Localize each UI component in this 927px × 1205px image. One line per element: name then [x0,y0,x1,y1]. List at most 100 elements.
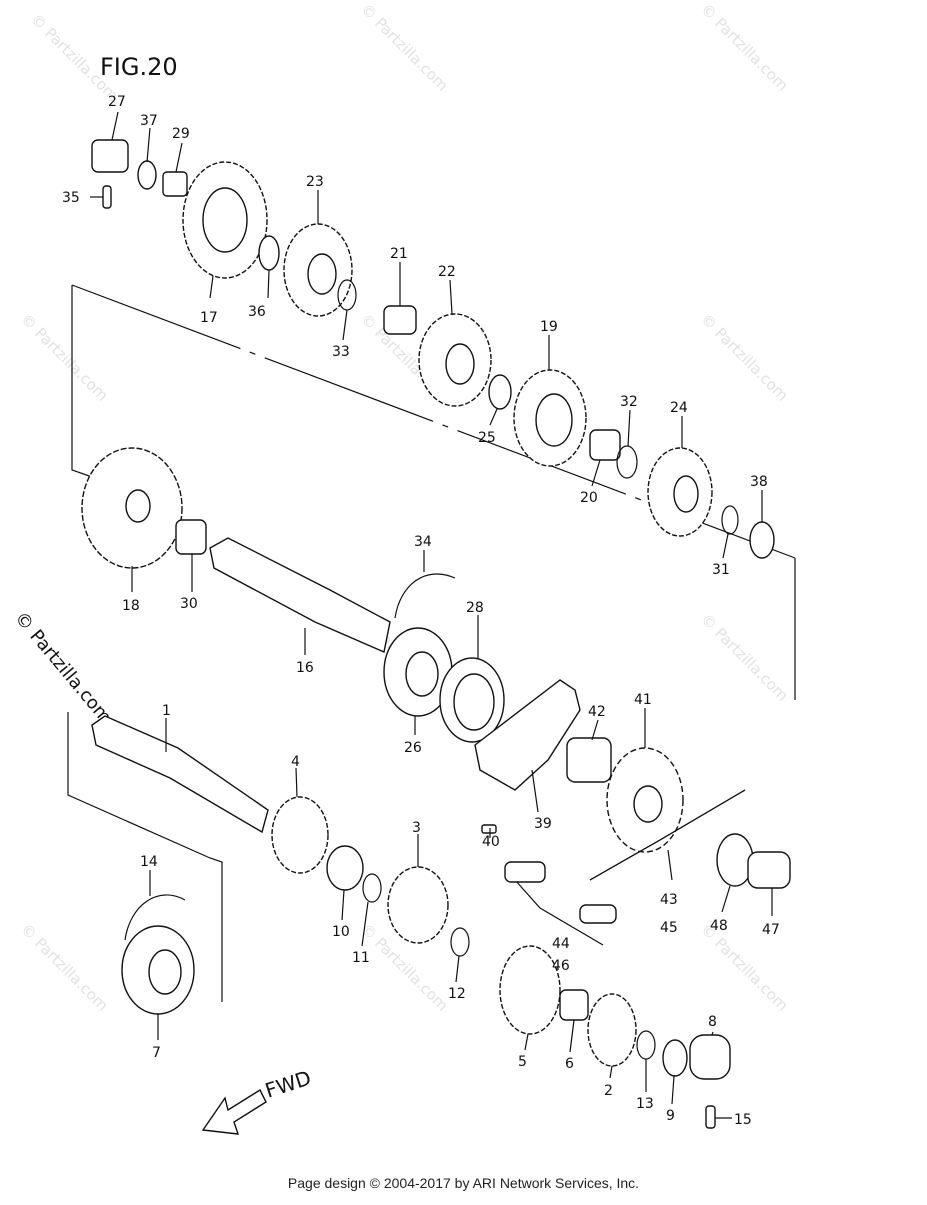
part-20-bearing [589,429,621,461]
callout-3: 3 [412,820,421,836]
part-44-master-link [504,861,546,883]
leader-5 [524,1033,529,1051]
part-7-bearing-race [148,949,182,995]
leader-31 [722,533,729,559]
watermark: © Partzilla.com [17,920,112,1015]
parts [81,139,791,1129]
arrow-left-icon [201,1088,267,1135]
part-41-sprocket-hub [633,785,663,823]
callout-9: 9 [666,1108,675,1124]
callout-6: 6 [565,1056,574,1072]
leader-9 [671,1075,675,1105]
part-26-bearing-race [405,651,439,697]
leader-43 [667,849,673,881]
leader-25 [489,408,498,426]
leader-4 [295,767,298,798]
callout-22: 22 [438,264,456,280]
callout-35: 35 [62,190,80,206]
part-37-washer [137,160,157,190]
part-27-bushing [91,139,129,173]
leader-lines [90,111,773,1119]
leader-27 [111,111,119,141]
part-12-circlip [450,927,470,957]
callout-34: 34 [414,534,432,550]
leader-20 [591,459,601,487]
callout-11: 11 [352,950,370,966]
part-23-gear-hub [307,253,337,295]
part-17-gear-hub [202,187,248,253]
callout-30: 30 [180,596,198,612]
callout-2: 2 [604,1083,613,1099]
leader-8 [711,1031,714,1036]
callout-12: 12 [448,986,466,1002]
leader-17 [209,275,214,299]
part-5-gear [499,945,561,1035]
leader-33 [342,309,348,341]
chain-link-bracket [514,879,604,946]
watermark: © Partzilla.com [697,0,792,95]
part-1-shaft [91,715,269,834]
part-11-circlip [362,873,382,903]
leader-37 [146,127,151,163]
callout-39: 39 [534,816,552,832]
callout-18: 18 [122,598,140,614]
part-22-gear-hub [445,343,475,385]
callout-8: 8 [708,1014,717,1030]
watermark: © Partzilla.com [697,610,792,705]
callout-43: 43 [660,892,678,908]
callout-42: 42 [588,704,606,720]
leader-6 [569,1019,575,1053]
watermark: © Partzilla.com [17,310,112,405]
part-46-link-plate [579,904,617,924]
part-34-ring [394,573,456,619]
watermark-dark: © Partzilla.com [10,608,115,728]
lower-bracket-line [67,712,223,1002]
figure-label: FIG.20 [100,53,178,81]
callout-16: 16 [296,660,314,676]
leader-36 [267,269,270,299]
callout-23: 23 [306,174,324,190]
leader-48 [721,885,731,913]
page-footer: Page design © 2004-2017 by ARI Network S… [287,1175,640,1191]
leader-12 [455,955,460,983]
callout-29: 29 [172,126,190,142]
part-4-gear [271,796,329,874]
callout-17: 17 [200,310,218,326]
part-13-circlip [636,1030,656,1060]
part-18-gear-hub [125,489,151,523]
callout-19: 19 [540,319,558,335]
callout-44: 44 [552,936,570,952]
part-38-washer [749,521,775,559]
callout-26: 26 [404,740,422,756]
part-14-ring [124,894,186,941]
part-39-plate [474,679,581,791]
callout-21: 21 [390,246,408,262]
part-43-chain-inner [589,789,746,881]
watermark: © Partzilla.com [697,310,792,405]
callout-13: 13 [636,1096,654,1112]
leader-39 [531,769,539,813]
callout-28: 28 [466,600,484,616]
leader-10 [341,889,345,921]
leader-29 [175,142,183,173]
part-16-shaft [209,537,391,653]
callout-27: 27 [108,94,126,110]
callout-4: 4 [291,754,300,770]
part-2-gear [587,993,637,1067]
part-21-bearing [383,305,417,335]
part-36-washer [258,235,280,271]
part-31-circlip [721,505,739,535]
part-6-bearing [559,989,589,1021]
fwd-label: FWD [262,1066,314,1103]
part-10-bushing [326,845,364,891]
callout-40: 40 [482,834,500,850]
callout-37: 37 [140,113,158,129]
callout-14: 14 [140,854,158,870]
part-32-circlip [616,445,638,479]
part-42-spacer [566,737,612,783]
leader-42 [591,719,599,741]
part-28-seal-inner [453,673,495,731]
callout-15: 15 [734,1112,752,1128]
